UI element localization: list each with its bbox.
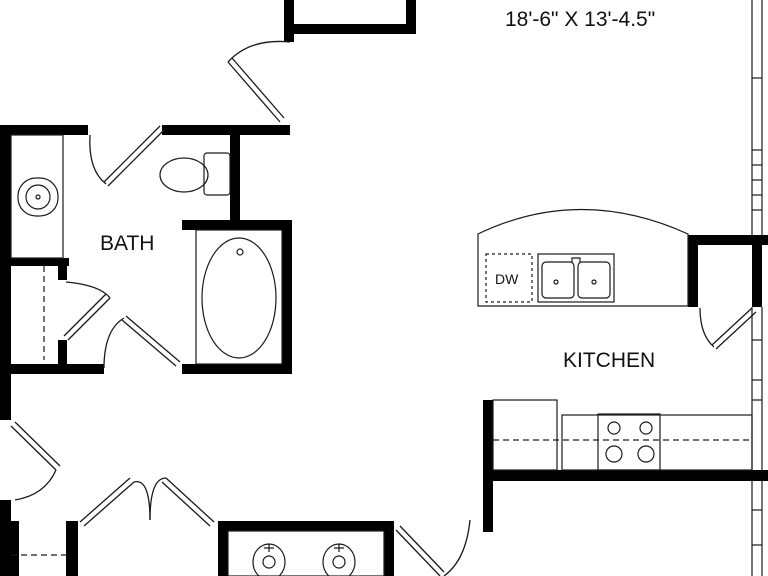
doors <box>10 40 757 576</box>
kitchen-counter <box>492 399 753 471</box>
dishwasher <box>485 253 533 303</box>
bath-vanity <box>10 134 64 259</box>
door-swing-entry <box>227 40 291 63</box>
kitchen-island <box>477 209 689 307</box>
range <box>597 413 661 471</box>
toilet <box>159 152 231 196</box>
dimension-label: 18'-6" X 13'-4.5" <box>505 8 655 31</box>
room-label-bath: BATH <box>100 232 154 255</box>
bottom-vanity <box>227 530 385 576</box>
right-window-wall <box>751 0 763 576</box>
bath-fixtures <box>10 134 283 365</box>
door-swing-bath <box>89 134 107 185</box>
bathtub <box>195 229 283 365</box>
bath-sink <box>17 177 59 217</box>
room-label-kitchen: KITCHEN <box>563 349 655 372</box>
kitchen-sink <box>537 253 615 303</box>
dishwasher-label: DW <box>495 271 519 287</box>
refrigerator <box>492 399 558 471</box>
